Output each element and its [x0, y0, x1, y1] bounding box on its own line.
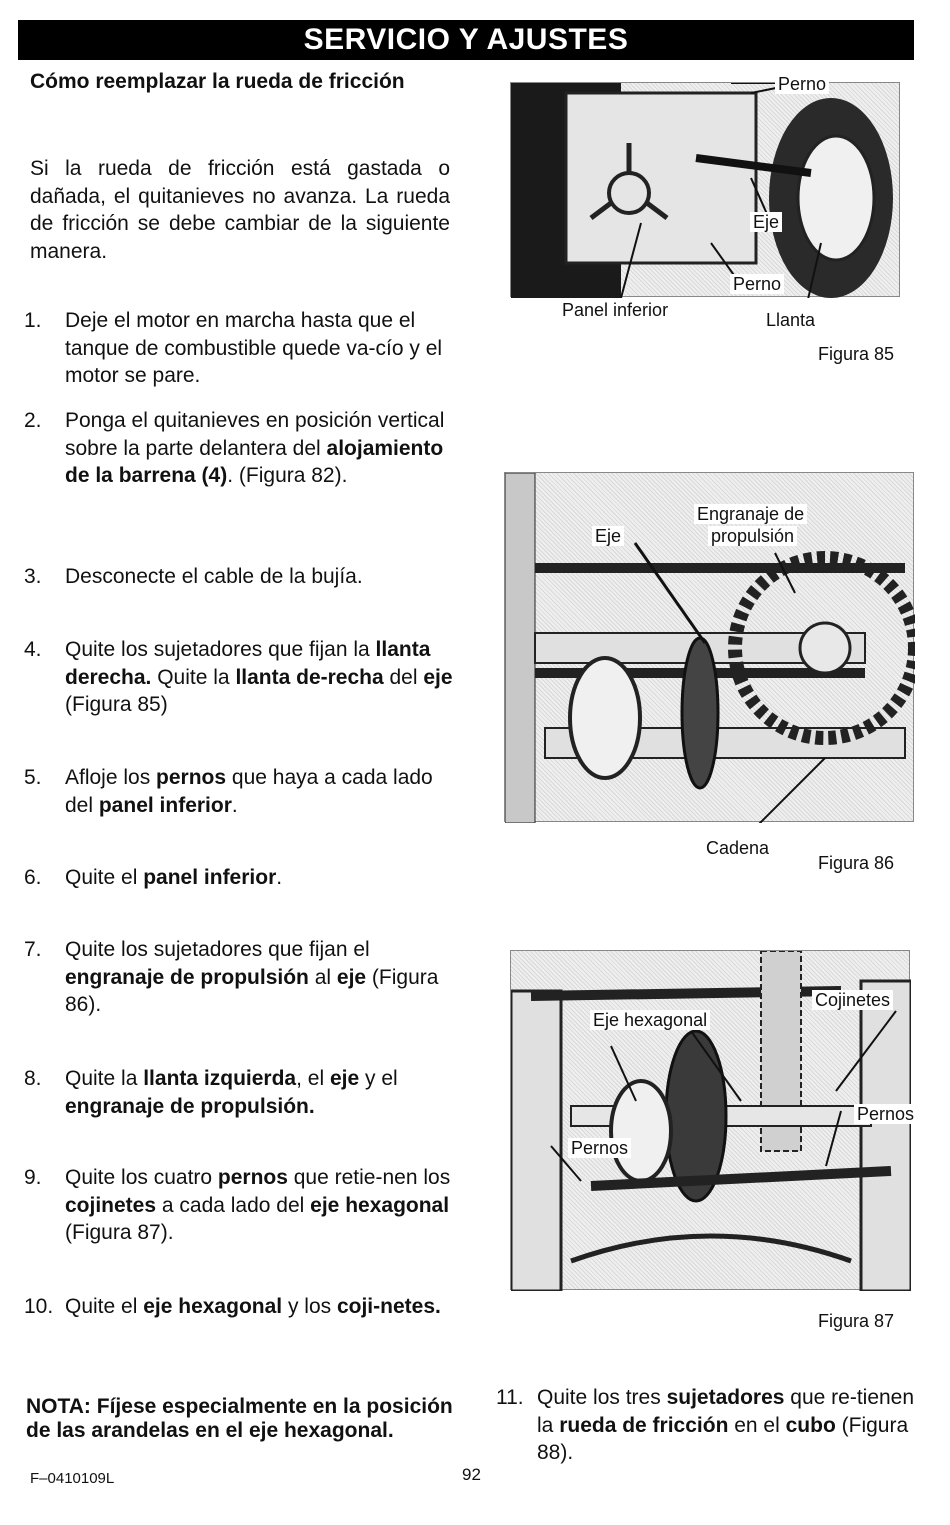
step-emphasis: llanta de-recha	[235, 665, 384, 689]
step-emphasis: engranaje de propulsión.	[65, 1094, 315, 1118]
step-emphasis: eje	[423, 665, 453, 689]
step-10: 10. Quite el eje hexagonal y los coji-net…	[24, 1293, 454, 1321]
fig86-label-cadena: Cadena	[706, 838, 770, 858]
fig85-label-perno-top: Perno	[775, 74, 830, 94]
step-emphasis: coji-netes.	[336, 1295, 441, 1318]
step-text: Quite el panel inferior.	[65, 866, 283, 889]
fig85-label-panel: Panel inferior	[562, 300, 669, 320]
fig85-label-llanta: Llanta	[766, 310, 816, 330]
section-banner: SERVICIO Y AJUSTES	[18, 20, 914, 60]
step-text: Quite el eje hexagonal y los coji-netes.	[65, 1295, 441, 1318]
step-number: 11.	[496, 1386, 524, 1409]
fig86-label-eje: Eje	[592, 526, 625, 546]
figure-86-illustration	[504, 472, 922, 834]
step-number: 8.	[24, 1067, 42, 1090]
banner-title: SERVICIO Y AJUSTES	[303, 23, 629, 56]
step-emphasis: pernos	[156, 766, 227, 789]
step-number: 6.	[24, 866, 42, 889]
step-emphasis: sujetadores	[666, 1386, 785, 1409]
step-1: 1. Deje el motor en marcha hasta que el t…	[24, 307, 454, 390]
fig87-label-eje-hexagonal: Eje hexagonal	[590, 1010, 711, 1030]
fig87-label-pernos-right: Pernos	[854, 1104, 918, 1124]
step-text: Quite los sujetadores que fijan el engra…	[65, 938, 439, 1016]
step-number: 10.	[24, 1295, 54, 1318]
step-number: 7.	[24, 938, 42, 961]
step-4: 4. Quite los sujetadores que fijan la lla…	[24, 636, 454, 719]
step-text: Ponga el quitanieves en posición vertica…	[65, 409, 445, 488]
step-text: Quite los sujetadores que fijan la llant…	[65, 638, 453, 716]
step-number: 9.	[24, 1166, 42, 1189]
fig86-label-engranaje-1: Engranaje de	[694, 504, 808, 524]
fig86-caption: Figura 86	[818, 853, 895, 873]
step-emphasis: eje	[336, 965, 367, 989]
step-11: 11. Quite los tres sujetadores que re-tie…	[496, 1384, 916, 1467]
step-emphasis: eje hexagonal	[310, 1193, 450, 1217]
step-text: Quite los tres sujetadores que re-tienen…	[537, 1386, 915, 1464]
step-emphasis: panel inferior	[143, 866, 277, 889]
figure-86: Eje Engranaje de propulsión	[504, 472, 922, 834]
figure-87-drawing	[509, 950, 913, 1293]
step-emphasis: eje hexagonal	[143, 1295, 283, 1318]
intro-paragraph: Si la rueda de fricción está gastada o d…	[30, 157, 450, 263]
step-text: Afloje los pernos que haya a cada lado d…	[65, 766, 433, 817]
figure-85-drawing	[511, 82, 893, 309]
step-emphasis: cubo	[785, 1413, 836, 1437]
fig87-label-cojinetes: Cojinetes	[812, 990, 894, 1010]
step-emphasis: panel inferior	[98, 793, 232, 817]
step-5: 5. Afloje los pernos que haya a cada lado…	[24, 764, 454, 819]
step-emphasis: cojinetes	[65, 1193, 157, 1217]
step-7: 7. Quite los sujetadores que fijan el eng…	[24, 936, 454, 1019]
step-emphasis: llanta derecha.	[65, 638, 431, 689]
step-8: 8. Quite la llanta izquierda, el eje y el…	[24, 1065, 454, 1120]
step-text: Quite la llanta izquierda, el eje y el e…	[65, 1067, 398, 1118]
step-text: Desconecte el cable de la bujía.	[65, 565, 363, 588]
step-3: 3. Desconecte el cable de la bujía.	[24, 563, 454, 591]
fig85-label-perno-bottom: Perno	[730, 274, 785, 294]
step-text: Quite los cuatro pernos que retie-nen lo…	[65, 1166, 451, 1244]
section-heading: Cómo reemplazar la rueda de fricción	[30, 70, 405, 93]
figure-86-drawing	[504, 472, 922, 834]
fig85-caption: Figura 85	[818, 344, 895, 364]
page-number: 92	[462, 1465, 481, 1484]
fig87-caption: Figura 87	[818, 1311, 895, 1331]
step-number: 2.	[24, 409, 42, 432]
step-emphasis: rueda de fricción	[559, 1413, 729, 1437]
step-emphasis: eje	[329, 1067, 360, 1090]
step-6: 6. Quite el panel inferior.	[24, 864, 454, 892]
fig87-label-pernos-left: Pernos	[568, 1138, 632, 1158]
step-text: Deje el motor en marcha hasta que el tan…	[65, 309, 443, 387]
fig86-label-engranaje-2: propulsión	[708, 526, 798, 546]
step-number: 4.	[24, 638, 42, 661]
step-emphasis: pernos	[217, 1166, 288, 1189]
step-emphasis: llanta izquierda	[143, 1067, 297, 1090]
step-2: 2. Ponga el quitanieves en posición vert…	[24, 407, 454, 490]
fig85-label-eje: Eje	[750, 212, 783, 232]
step-number: 5.	[24, 766, 42, 789]
figure-85-illustration	[510, 82, 900, 309]
nota-note: NOTA: Fíjese especialmente en la posició…	[26, 1395, 453, 1442]
figure-85: Perno Eje Perno	[510, 74, 900, 309]
figure-87: Cojinetes Eje hexagonal Pernos Pernos	[509, 950, 918, 1293]
step-number: 1.	[24, 309, 42, 332]
step-number: 3.	[24, 565, 42, 588]
document-code: F–0410109L	[30, 1470, 115, 1487]
step-emphasis: alojamiento de la barrena (4)	[65, 436, 444, 488]
step-9: 9. Quite los cuatro pernos que retie-nen …	[24, 1164, 454, 1247]
step-emphasis: engranaje de propulsión	[65, 965, 309, 989]
